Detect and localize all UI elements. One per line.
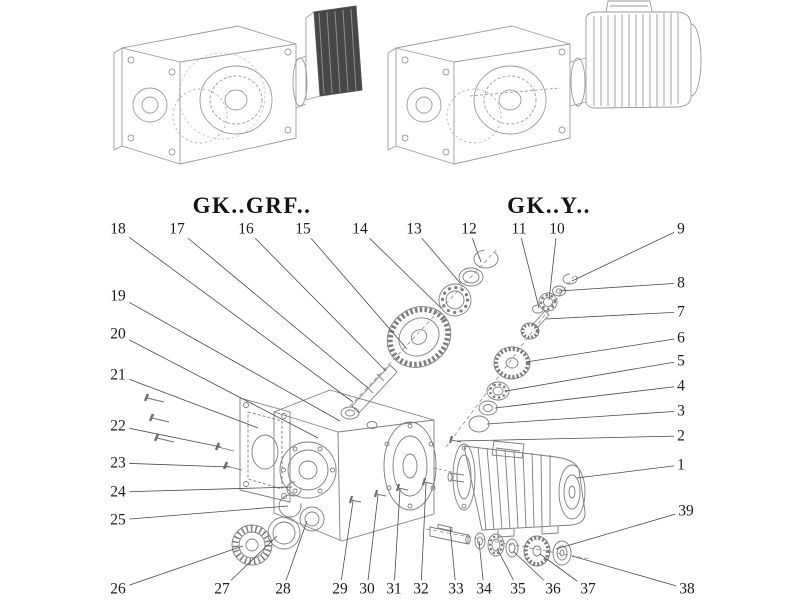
motor: [447, 440, 586, 538]
leader-line: [393, 488, 401, 590]
leader-line: [449, 526, 457, 590]
leader-line: [420, 482, 427, 590]
leader-line: [359, 228, 442, 309]
leader-line: [558, 282, 682, 292]
leader-line: [576, 464, 682, 479]
flange-bolts: [348, 435, 462, 504]
leader-line: [117, 425, 222, 448]
bearing-and-rings: [231, 481, 325, 566]
leader-line: [548, 228, 558, 301]
exploded-view: [143, 247, 591, 567]
leader-line: [117, 374, 259, 429]
gearbox-grf-figure: [113, 5, 363, 165]
leader-lines: [117, 228, 688, 590]
leader-line: [117, 295, 341, 422]
leader-line: [302, 228, 408, 350]
leader-line: [413, 228, 462, 285]
leader-line: [282, 520, 308, 590]
input-shaft-grf: [351, 249, 499, 414]
leader-line: [117, 486, 293, 493]
mounting-plate: [239, 397, 291, 503]
leader-line: [176, 228, 369, 389]
leader-line: [339, 500, 354, 590]
leader-line: [518, 228, 540, 309]
leader-line: [221, 535, 278, 590]
figure-title-y: GK..Y..: [507, 193, 591, 218]
leader-line: [456, 435, 682, 442]
leader-line: [545, 311, 682, 320]
leader-line: [468, 228, 482, 263]
output-shaft-chain: [429, 524, 572, 567]
leader-line: [117, 462, 231, 468]
housing: [273, 389, 437, 542]
leader-line: [117, 545, 244, 590]
input-shaft-y: [468, 273, 578, 433]
leader-line: [117, 505, 289, 521]
leader-line: [366, 494, 379, 590]
leader-line: [117, 333, 319, 439]
leader-line: [555, 510, 687, 550]
leader-line: [571, 555, 688, 590]
gearbox-y-figure: [387, 0, 702, 165]
figure-title-grf: GK..GRF..: [192, 193, 312, 218]
leader-line: [525, 337, 682, 363]
screw-set: [143, 393, 243, 471]
leader-line: [117, 228, 354, 403]
leader-line: [505, 360, 682, 392]
leader-line: [245, 228, 387, 372]
leader-line: [494, 385, 682, 409]
leader-line: [486, 410, 682, 425]
leader-line: [571, 228, 682, 282]
